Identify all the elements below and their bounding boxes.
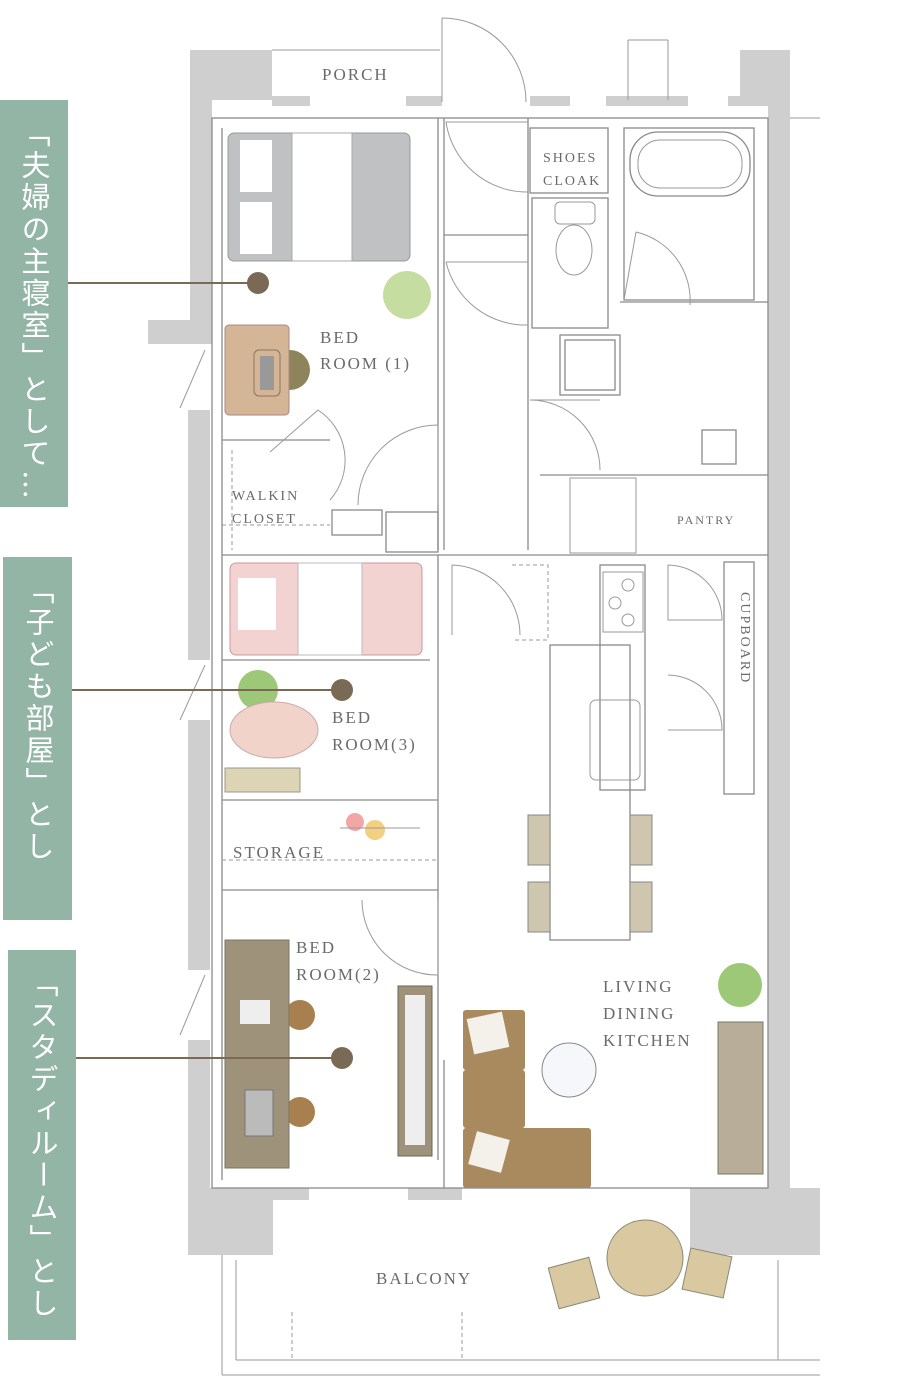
- label-ldk-2: DINING: [603, 1004, 675, 1023]
- hanger-rack: [340, 813, 420, 840]
- label-pantry: PANTRY: [677, 513, 735, 527]
- label-bedroom1-2: ROOM (1): [320, 354, 411, 373]
- doors: [179, 121, 723, 1036]
- balcony-area: [221, 1219, 820, 1376]
- label-bedroom3-1: BED: [332, 708, 372, 727]
- toilet: [554, 201, 596, 276]
- bathtub: [629, 131, 751, 197]
- single-bed: [229, 562, 423, 656]
- stove: [602, 571, 644, 633]
- callout-leaders: [68, 272, 353, 1069]
- label-bedroom2-1: BED: [296, 938, 336, 957]
- desk-bedroom1: [224, 324, 310, 416]
- label-walkin-2: CLOSET: [232, 512, 297, 527]
- low-shelf: [224, 767, 301, 793]
- callout-study-room: 「スタディルーム」として…: [8, 950, 76, 1340]
- callout-master-bedroom: 「夫婦の主寝室」として…: [0, 100, 68, 507]
- tv-cabinet: [717, 1021, 764, 1175]
- study-desk: [224, 939, 315, 1169]
- label-bedroom1-1: BED: [320, 328, 360, 347]
- sofa: [463, 1010, 591, 1188]
- label-ldk-3: KITCHEN: [603, 1031, 692, 1050]
- label-storage: STORAGE: [233, 843, 325, 862]
- callout-kids-room: 「子ども部屋」として…: [3, 557, 72, 920]
- double-bed: [227, 132, 411, 262]
- label-bedroom2-2: ROOM(2): [296, 965, 381, 984]
- label-cupboard: CUPBOARD: [737, 592, 752, 684]
- round-table: [541, 1042, 597, 1098]
- label-bedroom3-2: ROOM(3): [332, 735, 417, 754]
- bookshelf: [397, 985, 433, 1157]
- walls: [148, 50, 820, 1255]
- label-walkin-1: WALKIN: [232, 489, 299, 504]
- porch-outline: [272, 17, 820, 119]
- label-balcony: BALCONY: [376, 1269, 472, 1288]
- rug: [229, 701, 319, 759]
- label-shoes-cloak-2: CLOAK: [543, 174, 601, 189]
- label-ldk-1: LIVING: [603, 977, 674, 996]
- stools: [527, 814, 653, 933]
- label-shoes-cloak-1: SHOES: [543, 151, 597, 166]
- label-porch: PORCH: [322, 65, 389, 84]
